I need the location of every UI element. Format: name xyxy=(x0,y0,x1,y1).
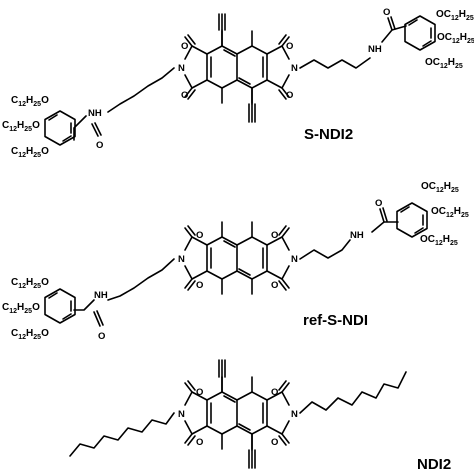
oxygen-label: O xyxy=(286,41,293,52)
alkoxy-label: OC12H25 xyxy=(420,234,458,247)
oxygen-label: O xyxy=(196,387,203,398)
alkoxy-label: OC12H25 xyxy=(436,9,474,22)
oxygen-label: O xyxy=(271,230,278,241)
compound-ndi2: O O O O N N NDI2 xyxy=(69,359,451,473)
nitrogen-label: N xyxy=(178,409,185,420)
oxygen-label: O xyxy=(383,7,390,18)
oxygen-label: O xyxy=(181,41,188,52)
alkoxy-label: C12H25O xyxy=(2,302,40,315)
ethynyl-top xyxy=(218,13,226,47)
amide-bond-left xyxy=(73,115,87,141)
alkoxy-label: C12H25O xyxy=(11,146,49,159)
amide-bond-left xyxy=(73,299,95,311)
compound-name: ref-S-NDI xyxy=(303,312,368,329)
oxygen-label: O xyxy=(98,331,105,342)
nh-label: NH xyxy=(94,290,108,301)
alkoxy-label: OC12H25 xyxy=(425,57,463,70)
ethynyl-bottom xyxy=(248,87,256,123)
oxygen-label: O xyxy=(196,437,203,448)
oxygen-label: O xyxy=(286,90,293,101)
alkoxy-label: C12H25O xyxy=(11,277,49,290)
nh-label: NH xyxy=(368,44,382,55)
nitrogen-label: N xyxy=(178,254,185,265)
octyl-chain-left xyxy=(69,412,175,457)
octyl-chain-right xyxy=(299,371,407,414)
oxygen-label: O xyxy=(271,387,278,398)
butyl-linker-left xyxy=(107,258,175,301)
oxygen-label: O xyxy=(96,140,103,151)
butyl-linker-left xyxy=(107,67,175,113)
oxygen-label: O xyxy=(181,90,188,101)
ethynyl-top xyxy=(218,359,226,393)
oxygen-label: O xyxy=(196,230,203,241)
oxygen-label: O xyxy=(196,280,203,291)
nh-label: NH xyxy=(88,108,102,119)
nitrogen-label: N xyxy=(291,409,298,420)
nitrogen-label: N xyxy=(291,254,298,265)
alkoxy-label: C12H25O xyxy=(11,95,49,108)
nitrogen-label: N xyxy=(291,63,298,74)
compound-name: S-NDI2 xyxy=(304,126,353,143)
alkoxy-label: C12H25O xyxy=(2,120,40,133)
oxygen-label: O xyxy=(271,280,278,291)
compound-s-ndi2: O O O O N N NH O OC12H25 OC12H25 OC12H25… xyxy=(2,7,474,159)
alkoxy-label: C12H25O xyxy=(11,328,49,341)
compound-name: NDI2 xyxy=(417,456,451,473)
oxygen-label: O xyxy=(271,437,278,448)
compound-ref-s-ndi: O O O O N N NH O OC12H25 OC12H25 OC12H25… xyxy=(2,181,469,342)
nitrogen-label: N xyxy=(178,63,185,74)
alkoxy-label: OC12H25 xyxy=(431,206,469,219)
oxygen-label: O xyxy=(375,198,382,209)
butyl-linker-right xyxy=(299,239,351,260)
ethynyl-bottom xyxy=(248,433,256,469)
nh-label: NH xyxy=(350,230,364,241)
amide-bond-right xyxy=(371,221,399,233)
alkoxy-label: OC12H25 xyxy=(437,32,474,45)
butyl-linker-right xyxy=(299,57,371,69)
alkoxy-label: OC12H25 xyxy=(421,181,459,194)
